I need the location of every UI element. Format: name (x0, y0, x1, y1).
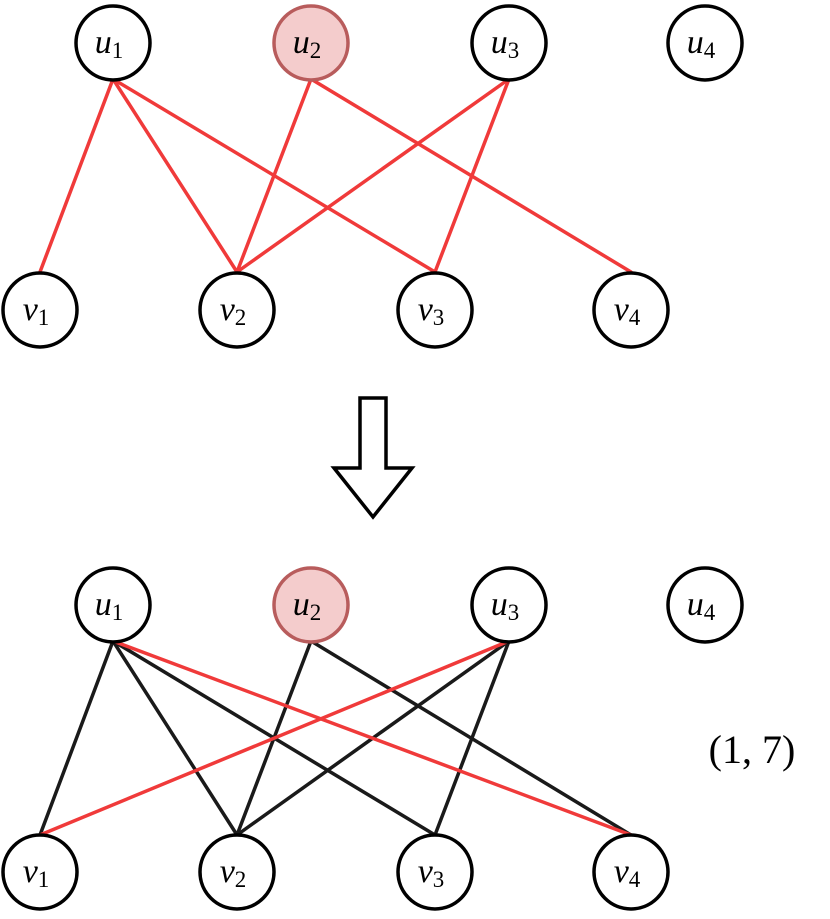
bottom-node-v1: v1 (1, 833, 79, 911)
top-node-circle-u3 (470, 4, 548, 82)
top-edge-u1-v2 (111, 77, 239, 274)
top-node-u4: u4 (666, 4, 744, 82)
bottom-edge-u3-v3 (433, 639, 511, 837)
top-node-circle-v1 (1, 271, 79, 349)
top-node-circle-v2 (198, 271, 276, 349)
bottom-node-u4: u4 (666, 566, 744, 644)
bottom-node-label-v4: v4 (614, 853, 641, 892)
top-node-label-u4: u4 (687, 24, 716, 63)
bottom-node-label-v1: v1 (23, 853, 50, 892)
bottom-node-u1: u1 (74, 566, 152, 644)
top-node-circle-v4 (592, 271, 670, 349)
bottom-node-circle-u3 (470, 566, 548, 644)
bottom-node-u3: u3 (470, 566, 548, 644)
top-node-u1: u1 (74, 4, 152, 82)
bottom-node-label-v3: v3 (418, 853, 445, 892)
bottom-node-circle-v4 (592, 833, 670, 911)
top-edge-u3-v3 (433, 77, 511, 274)
top-node-label-v2: v2 (220, 291, 247, 330)
bottom-node-circle-u2 (272, 566, 350, 644)
top-node-v1: v1 (1, 271, 79, 349)
top-edge-u1-v1 (38, 77, 115, 274)
top-graph-edges (38, 77, 633, 274)
down-arrow-icon (330, 396, 416, 520)
top-node-circle-u1 (74, 4, 152, 82)
bottom-node-circle-v1 (1, 833, 79, 911)
top-node-label-u2: u2 (293, 24, 322, 63)
bottom-node-label-u1: u1 (95, 586, 124, 625)
bottom-node-label-u4: u4 (687, 586, 716, 625)
bottom-node-circle-v3 (396, 833, 474, 911)
bottom-node-v2: v2 (198, 833, 276, 911)
top-node-label-v1: v1 (23, 291, 50, 330)
bottom-node-v4: v4 (592, 833, 670, 911)
bottom-node-u2: u2 (272, 566, 350, 644)
top-node-v2: v2 (198, 271, 276, 349)
bottom-node-circle-u4 (666, 566, 744, 644)
bottom-node-label-v2: v2 (220, 853, 247, 892)
top-node-circle-u2 (272, 4, 350, 82)
top-edge-u3-v2 (235, 77, 511, 274)
top-node-circle-u4 (666, 4, 744, 82)
bottom-edge-u1-v1 (38, 639, 115, 837)
bottom-node-circle-v2 (198, 833, 276, 911)
top-node-label-v3: v3 (418, 291, 445, 330)
top-node-u3: u3 (470, 4, 548, 82)
bottom-edge-u1-v4 (111, 639, 633, 837)
pair-label: (1, 7) (709, 727, 796, 772)
bottom-node-circle-u1 (74, 566, 152, 644)
top-node-circle-v3 (396, 271, 474, 349)
top-node-label-v4: v4 (614, 291, 641, 330)
bottom-node-label-u2: u2 (293, 586, 322, 625)
top-graph-nodes: u1 u2 u3 u4 v1 v2 v3 v4 (1, 4, 744, 349)
bottom-edge-u1-v2 (111, 639, 239, 837)
bottom-edge-u3-v1 (38, 639, 511, 837)
top-node-label-u1: u1 (95, 24, 124, 63)
top-node-u2: u2 (272, 4, 350, 82)
top-edge-u2-v2 (235, 77, 313, 274)
bottom-graph-nodes: u1 u2 u3 u4 v1 v2 v3 v4 (1, 566, 744, 911)
bottom-node-v3: v3 (396, 833, 474, 911)
top-node-v3: v3 (396, 271, 474, 349)
top-node-label-u3: u3 (491, 24, 520, 63)
top-node-v4: v4 (592, 271, 670, 349)
bottom-graph-edges (38, 639, 633, 837)
bottom-node-label-u3: u3 (491, 586, 520, 625)
